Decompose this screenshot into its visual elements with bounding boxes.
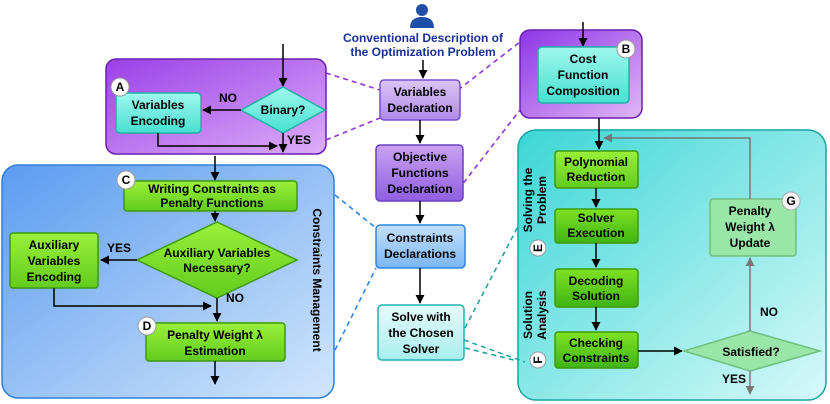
poly-line1: Polynomial [564,155,628,169]
no-label-c: NO [226,291,244,305]
decode-line2: Solution [572,289,620,303]
yes-label-f: YES [722,372,746,386]
var-decl-line1: Variables [394,85,447,99]
obj-line3: Declaration [387,182,452,196]
writing-constraints-box[interactable] [123,180,298,212]
checking-constraints-box[interactable] [554,331,639,369]
badge-b: B [622,42,631,56]
yes-label-c: YES [107,241,131,255]
solve-line3: Solver [403,342,440,356]
obj-line2: Functions [391,166,449,180]
no-label-a: NO [219,91,237,105]
yes-label-a: YES [287,133,311,147]
variables-encoding-line2: Encoding [131,114,186,128]
no-label-f: NO [760,305,778,319]
update-line3: Update [730,236,771,250]
title-line1: Conventional Description of [343,31,504,45]
update-line2: Weight λ [725,220,775,234]
check-line1: Checking [569,336,623,350]
badge-a: A [116,80,125,94]
aux-q-line1: Auxiliary Variables [164,246,271,260]
aux-enc-line3: Encoding [27,270,82,284]
constr-decl-line1: Constraints [387,231,454,245]
penalty-update-box[interactable] [709,198,797,257]
variables-encoding-line1: Variables [132,98,185,112]
dashed-connectors [325,41,526,363]
cost-line1: Cost [570,52,597,66]
obj-line1: Objective [393,150,447,164]
badge-g: G [786,194,795,208]
solution-line1: Solution [521,291,535,339]
aux-enc-line2: Variables [28,254,81,268]
solve-line1: Solve with [391,310,450,324]
var-decl-line2: Declaration [387,101,452,115]
title-line2: the Optimization Problem [350,45,495,59]
poly-line2: Reduction [567,170,626,184]
check-line2: Constraints [563,351,630,365]
penalty-est-line2: Estimation [184,344,245,358]
decode-line1: Decoding [569,274,624,288]
solving-line2: Problem [535,176,549,224]
solution-line2: Analysis [535,290,549,340]
exec-line2: Execution [567,226,624,240]
cost-line2: Function [558,68,609,82]
center-column: Variables Declaration Objective Function… [375,60,466,361]
binary-question: Binary? [261,103,306,117]
aux-q-line2: Necessary? [183,261,250,275]
aux-enc-line1: Auxiliary [29,238,80,252]
constraints-management-title: Constraints Management [310,208,324,351]
badge-e: E [531,244,545,252]
constr-decl-line2: Declarations [384,247,456,261]
penalty-est-line1: Penalty Weight λ [167,328,263,342]
exec-line1: Solver [578,211,615,225]
person-icon [410,4,434,28]
top-title: Conventional Description of the Optimiza… [343,4,504,59]
solving-line1: Solving the [521,167,535,232]
writing-line1: Writing Constraints as [148,182,276,196]
panel-constraints: Constraints Management Writing Constrain… [1,156,335,399]
solve-box[interactable] [377,304,465,361]
update-line1: Penalty [729,204,772,218]
writing-line2: Penalty Functions [160,196,264,210]
cost-line3: Composition [546,84,619,98]
panel-solver: Solving the Problem E Solution Analysis … [517,118,827,401]
badge-c: C [122,173,131,187]
badge-f: F [531,356,545,363]
cost-function-composition-box[interactable] [537,46,630,104]
panel-b: Cost Function Composition B [519,22,643,119]
panel-a: Variables Encoding A Binary? NO YES [105,44,327,155]
solve-line2: the Chosen [388,326,453,340]
satisfied-question: Satisfied? [722,345,779,359]
badge-d: D [143,319,152,333]
